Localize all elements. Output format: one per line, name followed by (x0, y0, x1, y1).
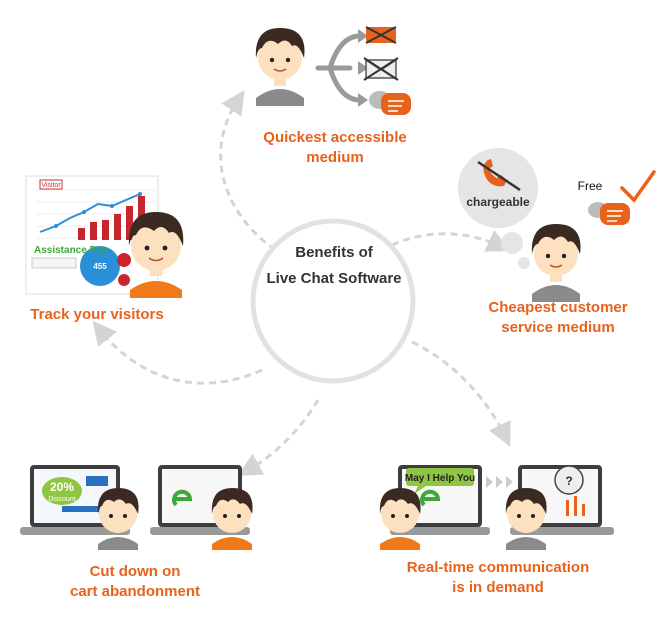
phone-crossed-icon-2 (477, 159, 521, 192)
quickest-illustration (255, 26, 411, 115)
cart-illustration (20, 465, 253, 550)
label-cart-line1: Cut down on (89, 563, 181, 580)
label-realtime-line1: Real-time communication (406, 559, 590, 576)
may-i-help-text: May I Help You (405, 473, 475, 484)
label-cart: Cut down on cart abandonment (50, 562, 220, 602)
visitor-tag-text: Visitor (41, 182, 61, 189)
realtime-illustration (379, 465, 614, 550)
label-realtime: Real-time communication is in demand (398, 558, 598, 598)
center-title: Benefits of Live Chat Software (255, 240, 413, 292)
arrow-to-track (92, 320, 263, 385)
avatar-cart-1 (97, 488, 139, 550)
center-title-line1: Benefits of (295, 244, 373, 261)
cheapest-illustration (458, 148, 656, 302)
fork-arrows (315, 33, 363, 103)
avatar-realtime-2 (505, 488, 547, 550)
visitor-bubble (80, 246, 120, 286)
label-quickest: Quickest accessible medium (240, 128, 430, 168)
label-cart-line2: cart abandonment (69, 583, 201, 600)
discount-badge (42, 477, 82, 505)
avatar-quickest (255, 28, 305, 106)
discount-word-text: Discount (48, 496, 75, 503)
label-quickest-line1: Quickest accessible (263, 129, 407, 146)
connector-arrows (92, 89, 511, 476)
label-track-line1: Track your visitors (30, 306, 164, 323)
email-crossed-icon (363, 57, 399, 81)
track-illustration (25, 175, 184, 298)
free-text: Free (578, 179, 603, 193)
label-cheapest-line1: Cheapest customer (488, 299, 628, 316)
discount-pct-text: 20% (50, 480, 74, 494)
label-cheapest-line2: service medium (501, 319, 615, 336)
assistance-brand-text: Assistance Pro (34, 245, 106, 256)
thought-bubble-large (458, 148, 538, 228)
center-title-line2: Live Chat Software (266, 270, 402, 287)
e-logo (172, 489, 193, 507)
arrow-to-quickest (219, 89, 276, 252)
laptop-left (20, 465, 130, 535)
question-bubble (554, 465, 584, 495)
arrow-to-cheapest (391, 230, 511, 252)
label-track: Track your visitors (22, 305, 172, 325)
label-realtime-line2: is in demand (452, 579, 544, 596)
phone-crossed-icon (365, 26, 397, 44)
label-cheapest: Cheapest customer service medium (470, 298, 646, 338)
arrow-to-cart (237, 399, 320, 476)
avatar-realtime-1 (379, 488, 421, 550)
chat-bubbles-icon-2 (588, 202, 630, 225)
line-series (39, 193, 141, 233)
avatar-cheapest (531, 224, 581, 302)
chargeable-text: chargeable (466, 195, 530, 209)
chat-bubbles-icon (369, 91, 411, 115)
avatar-track (128, 212, 184, 298)
center-ring (250, 218, 416, 384)
checkmark-icon (620, 170, 656, 203)
chevrons (486, 476, 513, 488)
question-marks: ? (565, 474, 572, 488)
help-bubble (406, 468, 474, 486)
label-quickest-line2: medium (306, 149, 364, 166)
arrow-to-realtime (411, 340, 511, 447)
avatar-cart-2 (211, 488, 253, 550)
visitors-count-text: 455 (93, 262, 107, 271)
